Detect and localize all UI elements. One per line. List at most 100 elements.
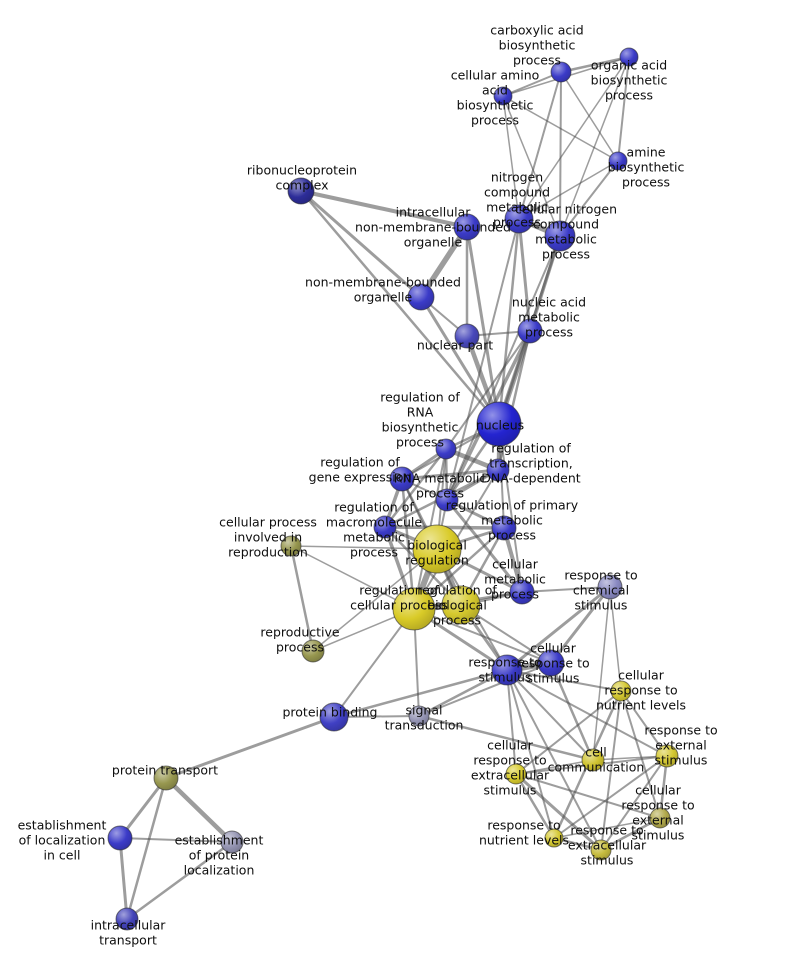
node-label-amine-line0: amine bbox=[627, 145, 666, 160]
node-nucleus[interactable]: nucleus bbox=[476, 401, 522, 447]
graph-edge-reggene--regcellproc bbox=[400, 477, 416, 611]
graph-edge-cellrespexternal--respextracell bbox=[599, 816, 662, 852]
node-proteinbinding[interactable]: protein binding bbox=[319, 702, 349, 732]
node-label-cellrespstim-line0: cellular bbox=[530, 641, 577, 656]
node-respexternal[interactable]: response to external stimulus bbox=[655, 744, 679, 768]
node-label-cellmetab-line2: process bbox=[491, 587, 539, 602]
node-respnutrient[interactable]: response to nutrient levels bbox=[544, 828, 564, 848]
node-label-cellcomm-line0: cell bbox=[585, 745, 607, 760]
node-label-proteintransport-line0: protein transport bbox=[112, 763, 218, 778]
graph-edge-regtrans--reggene bbox=[400, 468, 500, 481]
node-intratransport[interactable]: intracellular transport bbox=[115, 907, 139, 931]
node-respchem[interactable]: response to chemical stimulus bbox=[597, 574, 623, 600]
node-label-reggene-line0: regulation of bbox=[320, 455, 400, 470]
node-label-regrna-line3: process bbox=[396, 435, 444, 450]
node-label-nucleicacid-line1: metabolic bbox=[518, 310, 580, 325]
node-label-regtrans-line2: DNA-dependent bbox=[481, 471, 580, 486]
graph-edge-intranmb--nucleus bbox=[465, 225, 501, 426]
node-estloccell[interactable]: establishment of localization in cell bbox=[107, 825, 133, 851]
node-respextracell[interactable]: response to extracellular stimulus bbox=[590, 839, 612, 861]
node-label-cellrespextracell-line1: response to bbox=[473, 753, 546, 768]
node-cellrespnutrient[interactable]: cellular response to nutrient levels bbox=[610, 680, 632, 702]
graph-edge-respchem--cellrespstim bbox=[549, 585, 612, 665]
node-regmacro[interactable]: regulation of macromolecule metabolic pr… bbox=[373, 515, 397, 539]
node-label-cellamino-line2: biosynthetic bbox=[457, 98, 534, 113]
node-proteintransport[interactable]: protein transport bbox=[153, 765, 179, 791]
node-label-intranmb-line0: intracellular bbox=[396, 205, 472, 220]
node-label-respstim-line1: stimulus bbox=[479, 670, 532, 685]
graph-edge-carb--cellnitrogen bbox=[559, 71, 562, 237]
node-label-org-line1: biosynthetic bbox=[591, 73, 668, 88]
node-nmb[interactable]: non-membrane-bounded organelle bbox=[407, 283, 435, 311]
graph-edge-respexternal--respextracell bbox=[600, 755, 668, 851]
node-cellprocrepro[interactable]: cellular process involved in reproductio… bbox=[280, 535, 302, 557]
node-label-regprimary-line1: metabolic bbox=[481, 513, 543, 528]
graph-edge-regrna--regmacro bbox=[383, 447, 448, 529]
node-label-intranmb-line1: non-membrane-bounded bbox=[355, 220, 511, 235]
node-label-respextracell-line0: response to bbox=[570, 823, 643, 838]
node-estprotloc[interactable]: establishment of protein localization bbox=[220, 830, 244, 854]
graph-edge-regcellproc--proteinbinding bbox=[333, 608, 415, 718]
node-label-cellprocrepro-line0: cellular process bbox=[219, 515, 317, 530]
node-nitrogen[interactable]: nitrogen compound metabolic process bbox=[504, 204, 534, 234]
graph-edge-proteinbinding--proteintransport bbox=[164, 715, 336, 780]
node-cellrespexternal[interactable]: cellular response to external stimulus bbox=[649, 807, 671, 829]
graph-edge-respstim--respnutrient bbox=[506, 669, 555, 839]
node-regrna[interactable]: regulation of RNA biosynthetic process bbox=[435, 438, 457, 460]
node-cellrespstim[interactable]: cellular response to stimulus bbox=[537, 649, 565, 677]
node-regbioproc[interactable]: regulation of biological process bbox=[441, 585, 481, 625]
node-label-cellrespnutrient-line2: nutrient levels bbox=[596, 698, 686, 713]
node-respstim[interactable]: response to stimulus bbox=[491, 654, 523, 686]
node-label-org-line0: organic acid bbox=[591, 58, 667, 73]
node-label-signaltrans-line1: transduction bbox=[385, 718, 464, 733]
node-regtrans[interactable]: regulation of transcription, DNA-depende… bbox=[486, 458, 510, 482]
node-regprimary[interactable]: regulation of primary metabolic process bbox=[491, 515, 517, 541]
node-bioreg[interactable]: biological regulation bbox=[412, 524, 462, 574]
node-reggene[interactable]: regulation of gene expression bbox=[389, 466, 415, 492]
graph-edge-proteintransport--intratransport bbox=[125, 776, 168, 921]
node-cellmetab[interactable]: cellular metabolic process bbox=[509, 579, 535, 605]
graph-edge-rnp--nucleus bbox=[299, 189, 501, 426]
node-cellamino[interactable]: cellular amino acid biosynthetic process bbox=[493, 86, 513, 106]
graph-edge-respstim--proteinbinding bbox=[332, 668, 509, 719]
node-signaltrans[interactable]: signal transduction bbox=[408, 705, 430, 727]
node-label-cellrespexternal-line0: cellular bbox=[635, 783, 682, 798]
graph-edge-cellprocrepro--reproductive bbox=[289, 544, 315, 653]
node-label-regmacro-line1: macromolecule bbox=[326, 515, 422, 530]
graph-edge-respstim--respexternal bbox=[506, 669, 668, 757]
node-label-cellnitrogen-line2: metabolic bbox=[535, 232, 597, 247]
node-label-cellnitrogen-line0: cellular nitrogen bbox=[515, 202, 617, 217]
node-label-regrna-line1: RNA bbox=[407, 405, 434, 420]
graph-edge-respchem--cellrespnutrient bbox=[609, 586, 622, 692]
node-label-nucleicacid-line2: process bbox=[525, 325, 573, 340]
node-rnametab[interactable]: RNA metabolic process bbox=[435, 488, 459, 512]
node-label-org-line2: process bbox=[605, 88, 653, 103]
node-nucleicacid[interactable]: nucleic acid metabolic process bbox=[517, 318, 543, 344]
node-cellnitrogen[interactable]: cellular nitrogen compound metabolic pro… bbox=[544, 220, 576, 252]
node-label-rnp-line1: complex bbox=[276, 178, 329, 193]
node-cellcomm[interactable]: cell communication bbox=[581, 748, 605, 772]
node-carb[interactable]: carboxylic acid biosynthetic process bbox=[550, 61, 572, 83]
node-label-estloccell-line2: in cell bbox=[44, 848, 81, 863]
edge-layer bbox=[118, 55, 669, 921]
node-label-regbioproc-line2: process bbox=[433, 613, 481, 628]
graph-edge-carb--nitrogen bbox=[518, 71, 562, 220]
graph-edge-estprotloc--intratransport bbox=[125, 840, 234, 921]
node-org[interactable]: organic acid biosynthetic process bbox=[619, 47, 639, 67]
node-cellrespextracell[interactable]: cellular response to extracellular stimu… bbox=[505, 763, 527, 785]
node-nuclearpart[interactable]: nuclear part bbox=[454, 323, 480, 349]
node-label-nitrogen-line2: metabolic bbox=[486, 200, 548, 215]
node-label-respextracell-line2: stimulus bbox=[581, 853, 634, 868]
node-label-regtrans-line1: transcription, bbox=[489, 456, 572, 471]
graph-edge-respstim--cellrespnutrient bbox=[506, 669, 622, 692]
node-reproductive[interactable]: reproductive process bbox=[301, 639, 325, 663]
graph-edge-respchem--cellcomm bbox=[592, 586, 611, 761]
graph-edge-amine--cellnitrogen bbox=[559, 160, 619, 237]
node-rnp[interactable]: ribonucleoprotein complex bbox=[287, 177, 315, 205]
node-regcellproc[interactable]: regulation of cellular process bbox=[392, 587, 436, 631]
node-amine[interactable]: amine biosynthetic process bbox=[608, 151, 628, 171]
graph-edge-nucleus--cellmetab bbox=[498, 423, 523, 593]
node-label-bioreg-line0: biological bbox=[407, 538, 467, 553]
node-intranmb[interactable]: intracellular non-membrane-bounded organ… bbox=[453, 213, 481, 241]
